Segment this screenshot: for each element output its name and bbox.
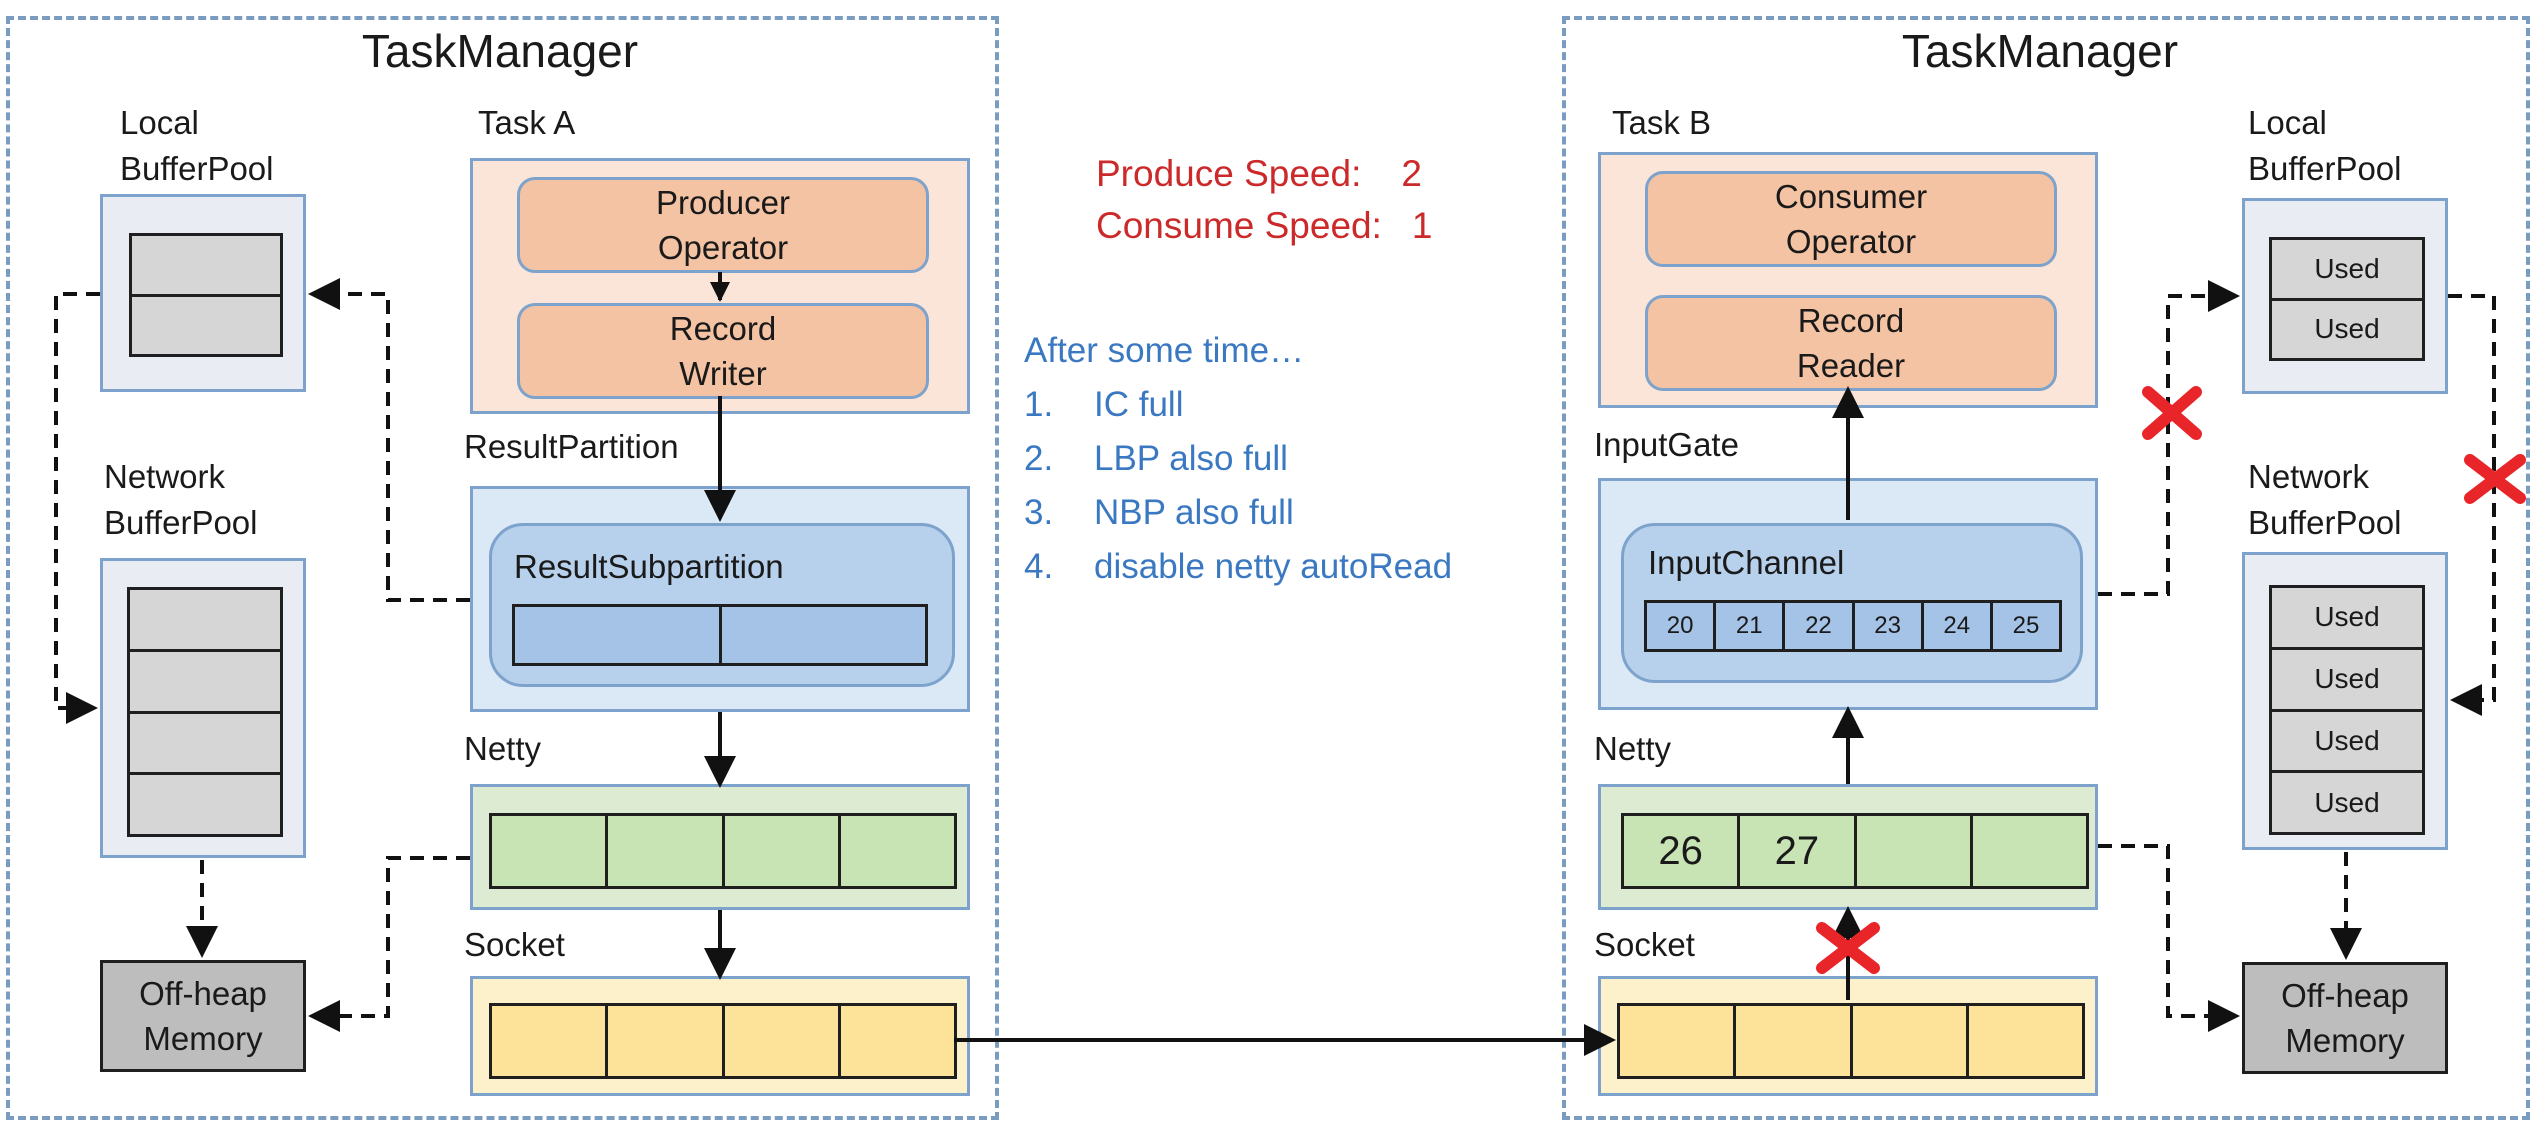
dashed-arrows (54, 278, 2496, 1032)
left-socket-buffers (489, 1003, 957, 1079)
left-taskmanager-title: TaskManager (361, 25, 639, 77)
left-netty-label: Netty (464, 730, 542, 767)
netty-to-offheap-arrow (308, 856, 470, 1032)
task-b-box: Consumer Operator Record Reader (1598, 152, 2098, 408)
left-taskmanager-frame (6, 16, 999, 1120)
produce-speed-label: Produce Speed: (1096, 153, 1362, 194)
right-socket-label: Socket (1594, 926, 1695, 963)
right-offheap-memory: Off-heap Memory (2242, 962, 2448, 1074)
after-notes: After some time… 1.IC full 2.LBP also fu… (1024, 324, 1452, 594)
right-local-bufferpool-label: Local BufferPool (2248, 104, 2402, 187)
subpartition-to-local-pool-arrow (308, 278, 470, 602)
record-writer: Record Writer (517, 303, 929, 399)
right-taskmanager-title: TaskManager (1901, 25, 2179, 77)
buffer-slot (721, 816, 838, 886)
left-socket-label: Socket (464, 926, 565, 963)
channel-to-local-pool-arrow (2098, 280, 2240, 596)
right-netty-buffers: 26 27 (1621, 813, 2089, 889)
result-subpartition-label: ResultSubpartition (514, 548, 784, 585)
producer-operator: Producer Operator (517, 177, 929, 273)
buffer-slot (721, 1006, 838, 1076)
note-item: 2.LBP also full (1024, 439, 1288, 478)
task-a-label: Task A (478, 104, 576, 141)
left-offheap-memory: Off-heap Memory (100, 960, 306, 1072)
right-netty-label: Netty (1594, 730, 1672, 767)
left-netty-zone (470, 784, 970, 910)
left-network-bufferpool (100, 558, 306, 858)
buffer-slot (1853, 816, 1970, 886)
input-channel-label: InputChannel (1648, 544, 1845, 581)
left-netty-buffers (489, 813, 957, 889)
buffer-slot (130, 772, 280, 834)
buffer-slot: 21 (1713, 603, 1782, 649)
consume-speed-value: 1 (1411, 205, 1433, 246)
buffer-slot-used: Used (2272, 646, 2422, 709)
left-local-buffer-stack (129, 233, 283, 357)
note-item: 4.disable netty autoRead (1024, 547, 1453, 586)
right-network-bufferpool-label: Network BufferPool (2248, 458, 2402, 541)
local-to-network-pool-arrow (54, 292, 100, 724)
consumer-operator: Consumer Operator (1645, 171, 2057, 267)
note-item: 3.NBP also full (1024, 493, 1294, 532)
consume-speed-label: Consume Speed: (1096, 205, 1382, 246)
buffer-slot-used: Used (2272, 770, 2422, 832)
netty-to-offheap-arrow-right (2098, 844, 2240, 1032)
buffer-slot (1849, 1006, 1966, 1076)
buffer-slot (1969, 816, 2086, 886)
left-local-bufferpool-label: Local BufferPool (120, 104, 274, 187)
right-local-buffer-stack: Used Used (2269, 237, 2425, 361)
left-local-bufferpool (100, 194, 306, 392)
buffer-slot (605, 1006, 721, 1076)
right-taskmanager-frame (1562, 16, 2530, 1120)
right-local-bufferpool: Used Used (2242, 198, 2448, 394)
left-socket-zone (470, 976, 970, 1096)
blocked-crosses (1816, 386, 2526, 974)
buffer-slot: 26 (1658, 828, 1703, 873)
buffer-slot (837, 1006, 954, 1076)
buffer-slot (130, 710, 280, 773)
speed-info: Produce Speed: 2 Consume Speed: 1 (1096, 148, 1432, 252)
right-netty-zone: 26 27 (1598, 784, 2098, 910)
left-network-buffer-stack (127, 587, 283, 837)
cross-icon (1816, 922, 1880, 974)
right-network-bufferpool: Used Used Used Used (2242, 552, 2448, 850)
buffer-slot-used: Used (2272, 297, 2422, 359)
buffer-slot (605, 816, 721, 886)
result-subpartition: ResultSubpartition (489, 523, 955, 687)
buffer-slot (837, 816, 954, 886)
input-channel-buffers: 20 21 22 23 24 25 (1644, 600, 2062, 652)
right-socket-buffers (1617, 1003, 2085, 1079)
buffer-slot-used: Used (2314, 601, 2380, 633)
note-item: 1.IC full (1024, 385, 1184, 424)
task-a-box: Producer Operator Record Writer (470, 158, 970, 414)
buffer-slot: 20 (1666, 612, 1694, 639)
buffer-slot: 27 (1737, 816, 1853, 886)
buffer-slot (130, 648, 280, 711)
produce-speed-value: 2 (1401, 153, 1422, 194)
result-partition: ResultSubpartition (470, 486, 970, 712)
notes-heading: After some time… (1024, 331, 1305, 370)
buffer-slot: 22 (1782, 603, 1851, 649)
cross-icon (2142, 386, 2202, 440)
buffer-slot: 23 (1851, 603, 1921, 649)
solid-arrows (704, 272, 1864, 1056)
cross-icon (2464, 454, 2526, 504)
result-partition-label: ResultPartition (464, 428, 679, 465)
buffer-slot (1733, 1006, 1849, 1076)
input-gate-label: InputGate (1594, 426, 1739, 463)
local-to-network-pool-arrow-right (2448, 294, 2496, 716)
buffer-slot (132, 293, 280, 355)
input-channel: InputChannel 20 21 22 23 24 25 (1621, 523, 2083, 683)
left-network-bufferpool-label: Network BufferPool (104, 458, 258, 541)
buffer-slot-used: Used (2314, 252, 2380, 284)
result-subpartition-buffers (512, 604, 928, 666)
right-network-buffer-stack: Used Used Used Used (2269, 585, 2425, 835)
buffer-slot (718, 607, 926, 663)
buffer-slot-used: Used (2272, 708, 2422, 771)
task-b-label: Task B (1612, 104, 1712, 141)
buffer-slot: 25 (1989, 603, 2059, 649)
buffer-slot: 24 (1920, 603, 1990, 649)
buffer-slot (1965, 1006, 2082, 1076)
